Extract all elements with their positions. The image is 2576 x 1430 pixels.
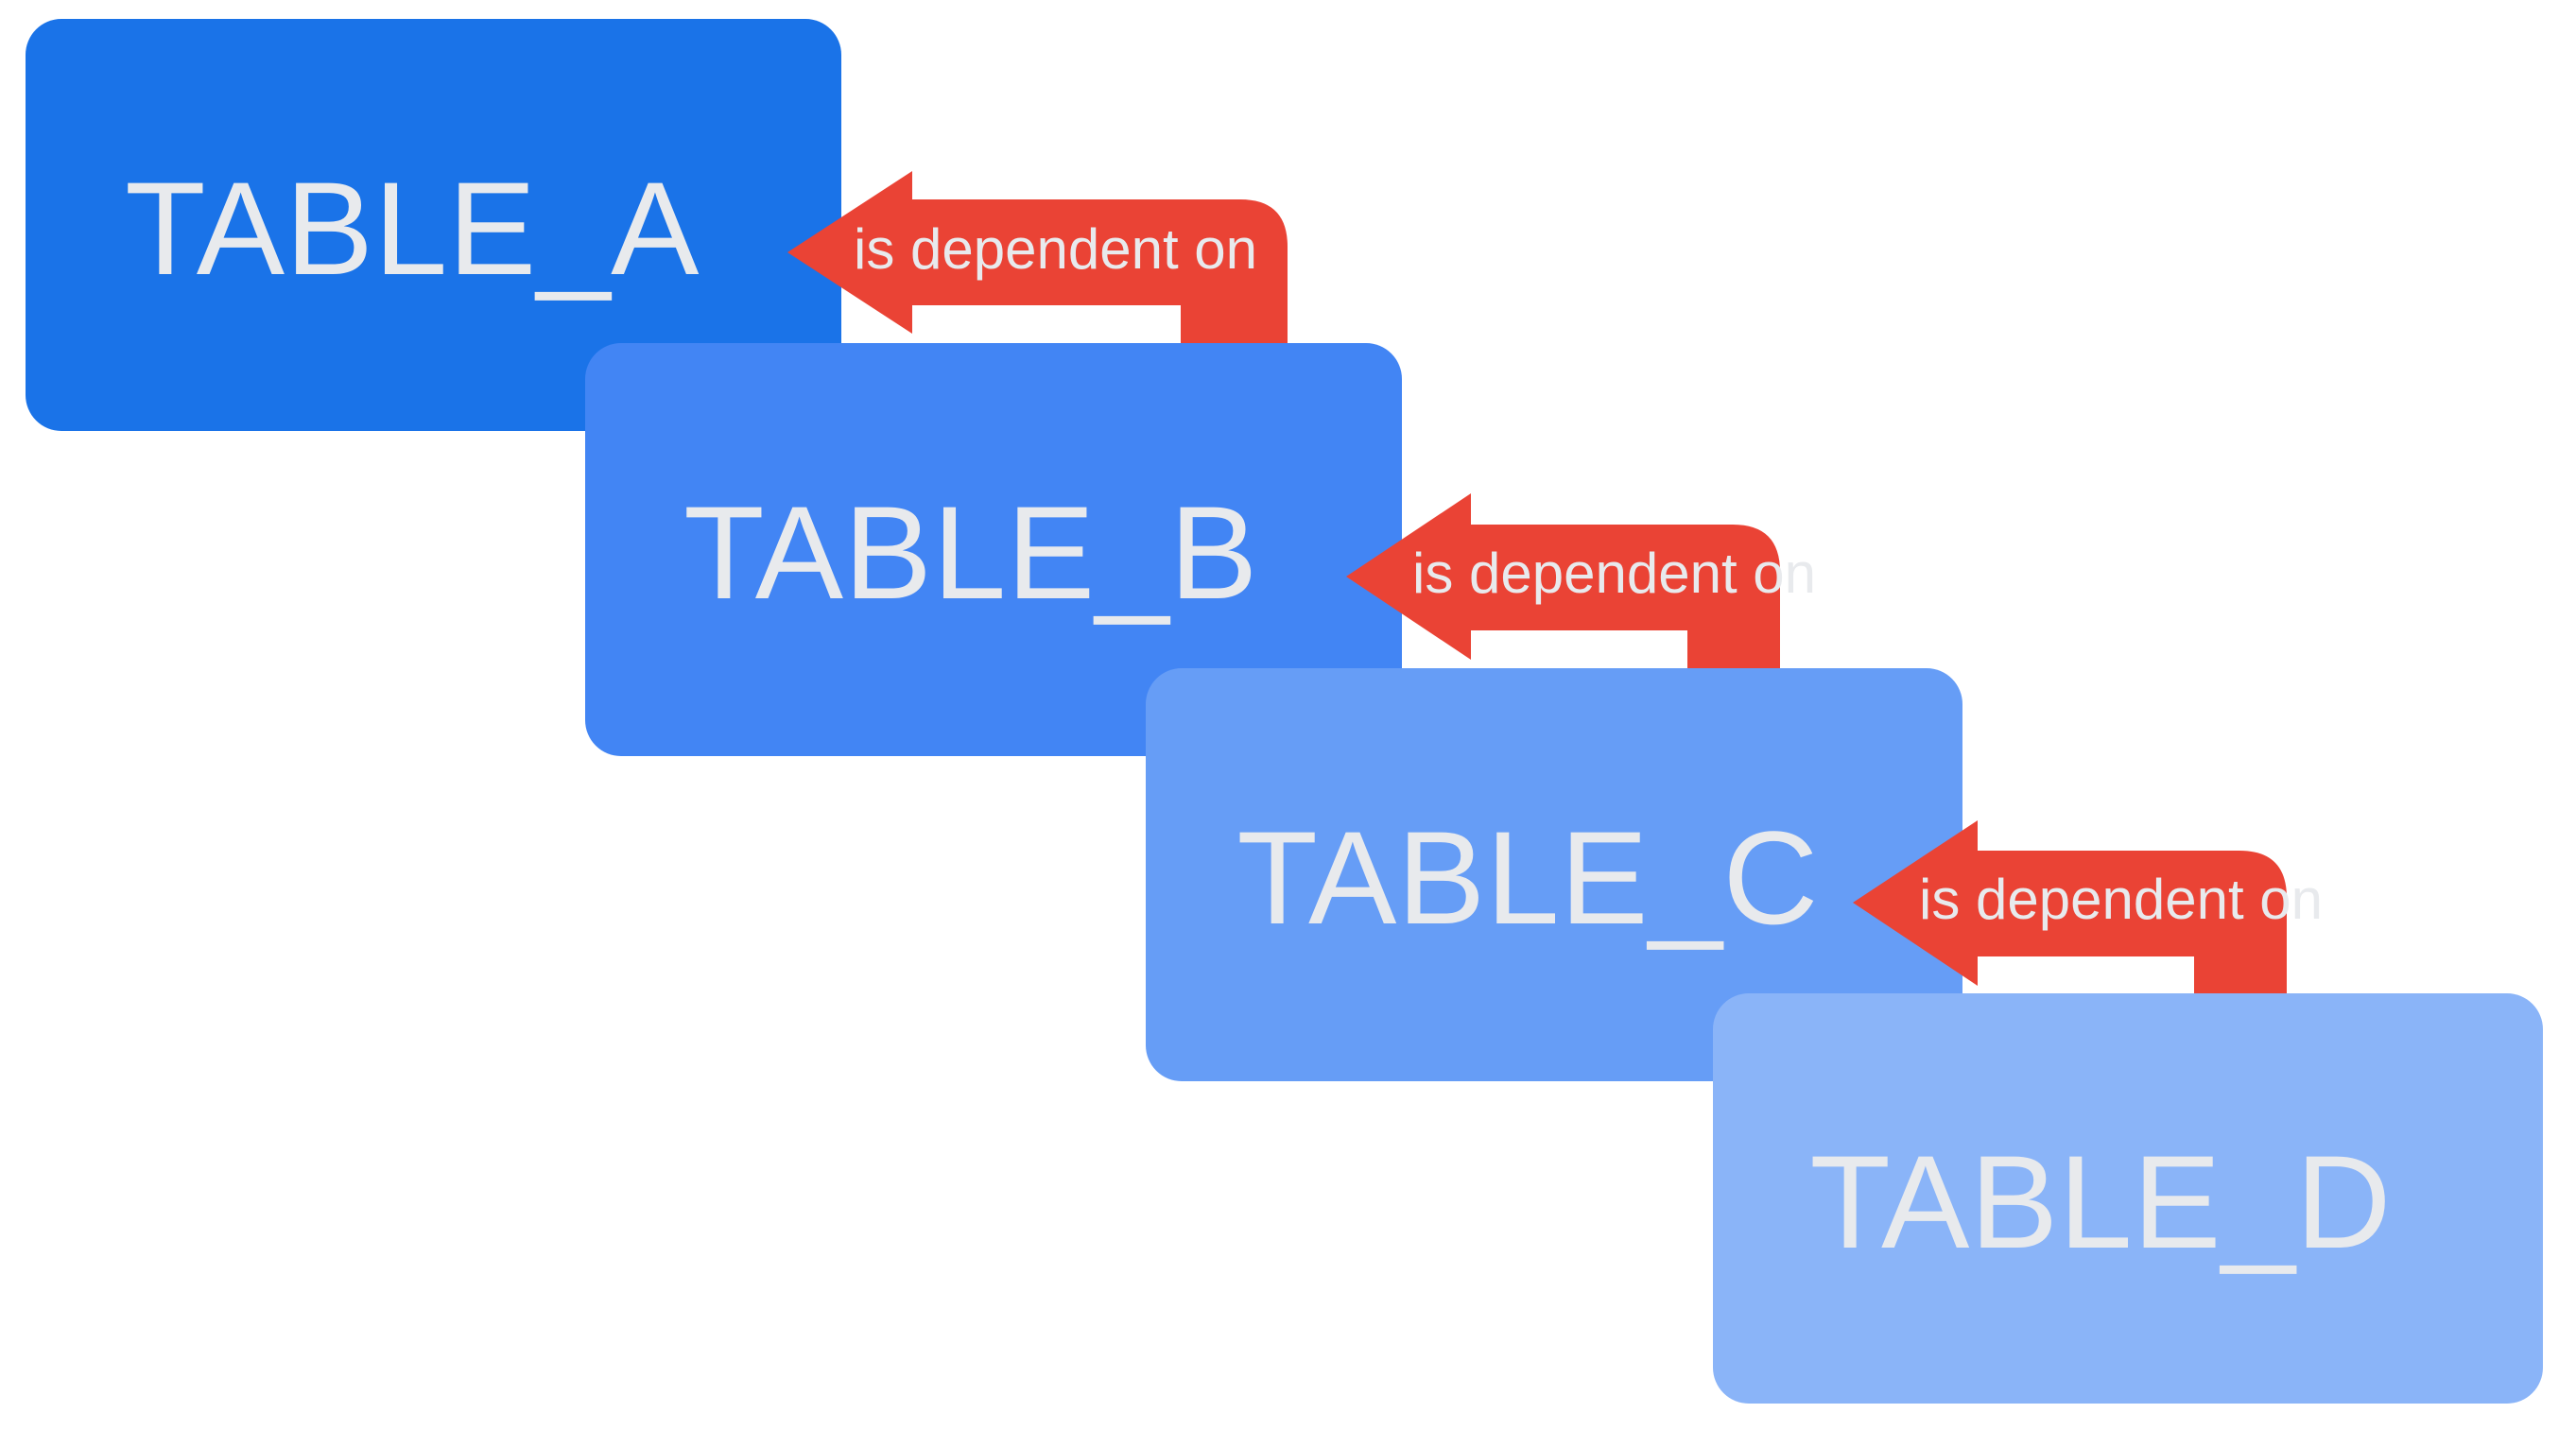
node-table-c-label: TABLE_C	[1236, 803, 1819, 952]
node-table-d-label: TABLE_D	[1809, 1128, 2392, 1276]
node-table-a-box[interactable]	[26, 19, 841, 431]
edge-d-to-c-label: is dependent on	[1919, 868, 2323, 931]
edge-b-to-a-arrow[interactable]	[787, 171, 1288, 356]
node-table-a[interactable]: TABLE_A	[26, 19, 841, 431]
node-table-d-box[interactable]	[1713, 993, 2543, 1404]
node-table-c-box[interactable]	[1146, 668, 1962, 1081]
edge-c-to-b-arrow[interactable]	[1346, 493, 1780, 681]
edge-c-to-b[interactable]: is dependent on	[1346, 493, 1816, 681]
edge-d-to-c-arrow[interactable]	[1853, 820, 2287, 1007]
node-table-c[interactable]: TABLE_C	[1146, 668, 1962, 1081]
node-table-d[interactable]: TABLE_D	[1713, 993, 2543, 1404]
node-table-b-label: TABLE_B	[683, 478, 1258, 627]
edge-b-to-a-label: is dependent on	[854, 217, 1257, 281]
node-table-a-label: TABLE_A	[125, 154, 700, 302]
node-table-b[interactable]: TABLE_B	[585, 343, 1402, 756]
edge-d-to-c[interactable]: is dependent on	[1853, 820, 2323, 1007]
node-table-b-box[interactable]	[585, 343, 1402, 756]
edge-b-to-a[interactable]: is dependent on	[787, 171, 1288, 356]
edge-c-to-b-label: is dependent on	[1412, 542, 1816, 605]
